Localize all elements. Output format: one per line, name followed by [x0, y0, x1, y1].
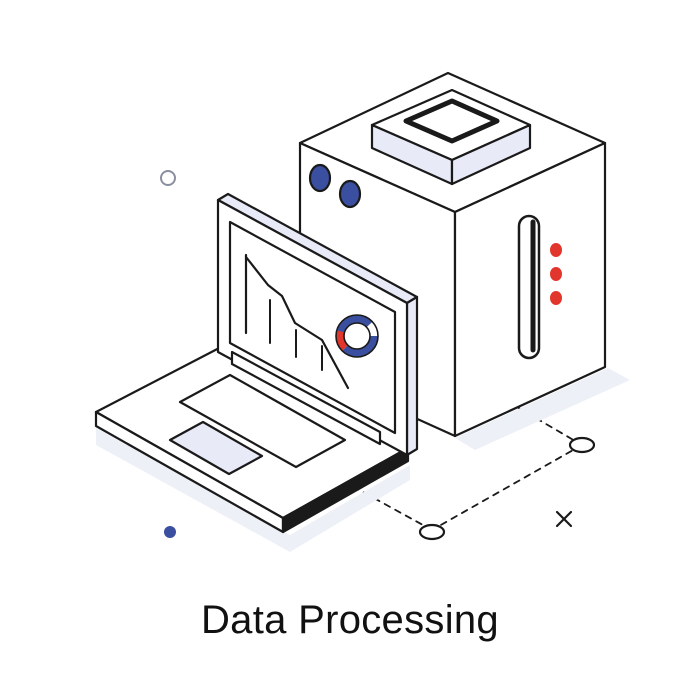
server-status-light — [550, 243, 562, 257]
line-chart-icon — [244, 253, 350, 390]
decor-dot-icon — [164, 526, 176, 538]
close-cross-icon — [555, 510, 573, 528]
server-power-button — [338, 179, 362, 209]
server-top-button — [370, 88, 532, 186]
server-slot — [517, 214, 541, 360]
donut-chart-icon — [335, 314, 379, 358]
laptop-keyboard — [178, 373, 347, 469]
network-node-icon — [568, 436, 596, 454]
laptop-trackpad — [168, 420, 264, 476]
server-power-button — [308, 163, 332, 193]
decor-ring-icon — [160, 170, 176, 186]
laptop-icon — [94, 192, 419, 552]
illustration-caption: Data Processing — [201, 598, 499, 642]
server-status-light — [550, 267, 562, 281]
network-node-icon — [418, 523, 446, 541]
server-status-light — [550, 291, 562, 305]
